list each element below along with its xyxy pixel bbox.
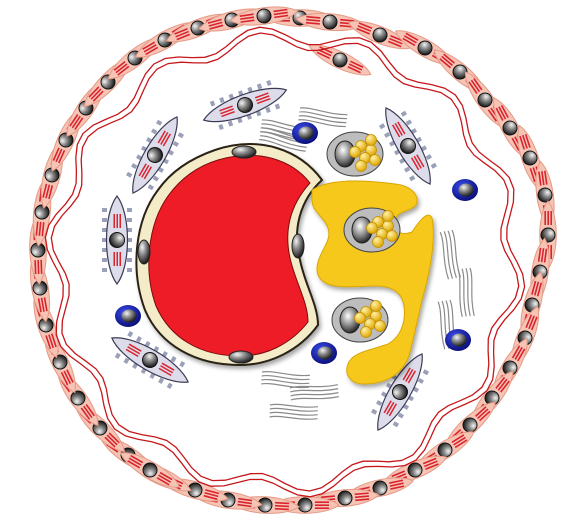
granule-icon: [355, 313, 366, 324]
granule-icon: [373, 237, 384, 248]
granule-icon: [350, 147, 361, 158]
nucleus-icon: [292, 234, 304, 258]
pericyte-cell: [102, 196, 132, 284]
leukocyte: [452, 179, 478, 201]
granule-icon: [367, 223, 378, 234]
granule-icon: [361, 327, 372, 338]
granule-icon: [383, 211, 394, 222]
nucleus-icon: [110, 233, 125, 248]
mast-cell: [344, 208, 400, 252]
granule-icon: [366, 135, 377, 146]
granule-icon: [371, 301, 382, 312]
nucleus-icon: [232, 146, 256, 158]
leukocyte: [311, 342, 337, 364]
nucleus-icon: [138, 240, 150, 264]
nucleus-icon: [298, 498, 312, 512]
collagen-fiber-icon: [457, 268, 475, 317]
collagen-fiber-icon: [270, 404, 318, 419]
granule-icon: [370, 155, 381, 166]
pericyte-cell: [199, 76, 292, 134]
collagen-fiber-icon: [439, 230, 461, 280]
mast-cell: [332, 298, 388, 342]
leukocyte: [292, 122, 318, 144]
leukocyte: [115, 305, 141, 327]
granule-icon: [375, 321, 386, 332]
mast-cell: [327, 132, 383, 176]
granule-icon: [387, 231, 398, 242]
granule-icon: [356, 161, 367, 172]
collagen-fiber-icon: [290, 384, 339, 401]
leukocyte: [445, 329, 471, 351]
nucleus-icon: [229, 351, 253, 363]
pericyte-cell: [373, 100, 443, 191]
collagen-fiber-icon: [261, 371, 310, 388]
